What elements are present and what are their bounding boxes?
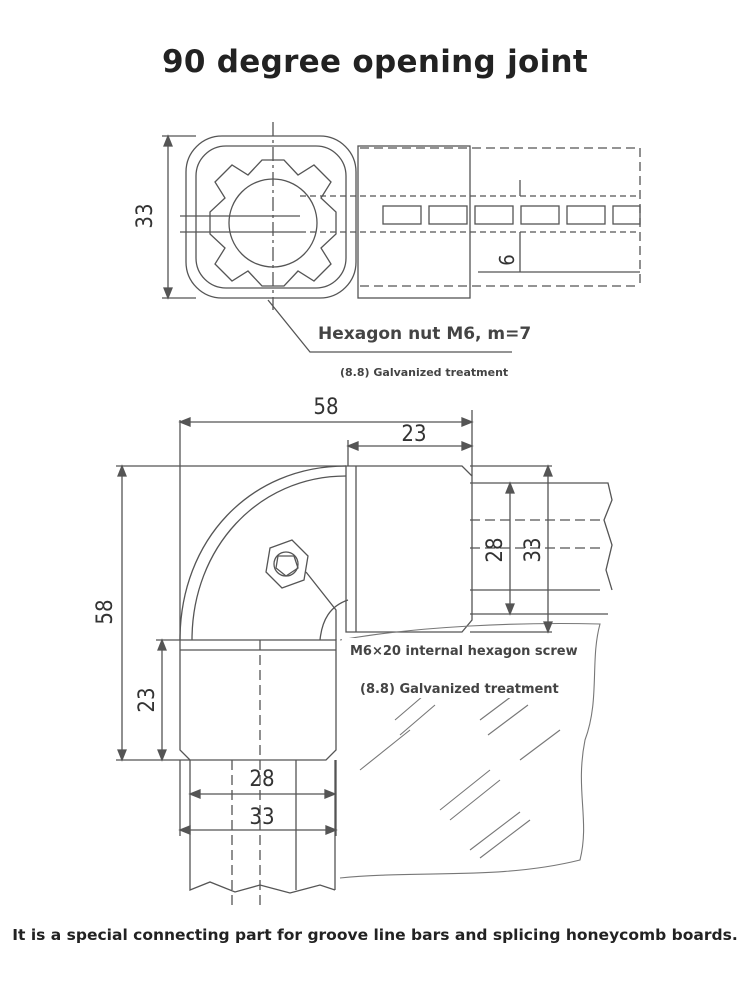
screw-label: M6×20 internal hexagon screw — [350, 644, 578, 659]
socket-bottom — [179, 639, 337, 761]
nut-label: Hexagon nut M6, m=7 — [318, 324, 531, 344]
caption: It is a special connecting part for groo… — [12, 926, 738, 944]
dim-line-33 — [162, 135, 196, 299]
dim-28-right: 28 — [483, 537, 508, 562]
dim-arrows-33 — [163, 134, 173, 300]
screw-treatment: (8.8) Galvanized treatment — [360, 682, 559, 697]
dim-arrows-bottom — [178, 789, 338, 835]
elbow-outer-arc-2 — [191, 475, 347, 641]
dim-line-right — [470, 465, 552, 633]
nut-leader — [267, 299, 512, 353]
dim-line-58-left — [116, 465, 346, 761]
dim-line-23-top — [347, 440, 472, 466]
dim-33-top: 33 — [133, 203, 158, 228]
dim-58-top: 58 — [313, 395, 338, 420]
top-view — [162, 122, 641, 353]
dim-arrows-23-left — [157, 638, 167, 762]
slotted-bore — [209, 159, 337, 287]
panel-hatching — [339, 622, 601, 879]
hex-socket — [275, 555, 299, 577]
dim-58-left: 58 — [93, 599, 118, 624]
hidden-lines-h — [470, 519, 605, 549]
dim-33-bottom: 33 — [249, 805, 274, 830]
hex-nut — [265, 539, 309, 589]
nut-treatment: (8.8) Galvanized treatment — [340, 366, 508, 379]
dim-arrows-58-top — [178, 417, 474, 427]
socket-rect — [357, 145, 471, 299]
dim-28-bottom: 28 — [249, 767, 274, 792]
dim-line-23-left — [156, 639, 180, 760]
dim-arrows-23-top — [346, 441, 474, 451]
dim-6: 6 — [495, 254, 519, 265]
dim-23-top: 23 — [401, 422, 426, 447]
bolt-channel — [300, 195, 640, 233]
dim-33-right: 33 — [521, 537, 546, 562]
dim-23-left: 23 — [135, 687, 160, 712]
slot-cells — [382, 205, 641, 225]
side-view — [116, 410, 613, 910]
profile-bar-bottom — [189, 760, 336, 894]
screw-label-bg — [342, 638, 554, 662]
screw-leader — [305, 571, 337, 640]
dim-arrows-right — [505, 464, 553, 634]
joint-body-outline — [185, 135, 357, 299]
socket-right — [345, 465, 473, 633]
joint-body-inner — [195, 145, 347, 289]
screw-treatment-bg — [352, 676, 542, 698]
dim-line-6 — [478, 180, 640, 273]
hidden-lines-v — [231, 640, 261, 910]
profile-bar-right — [470, 482, 613, 615]
page-title: 90 degree opening joint — [161, 44, 589, 80]
bolt-shank — [180, 215, 300, 233]
dim-line-bottom — [179, 760, 337, 836]
dim-arrows-58-left — [117, 464, 127, 762]
elbow-outer-arc — [179, 465, 347, 641]
profile-bar-top — [360, 147, 641, 287]
dim-line-58-top — [179, 410, 473, 640]
elbow-inner-corner — [319, 599, 349, 641]
